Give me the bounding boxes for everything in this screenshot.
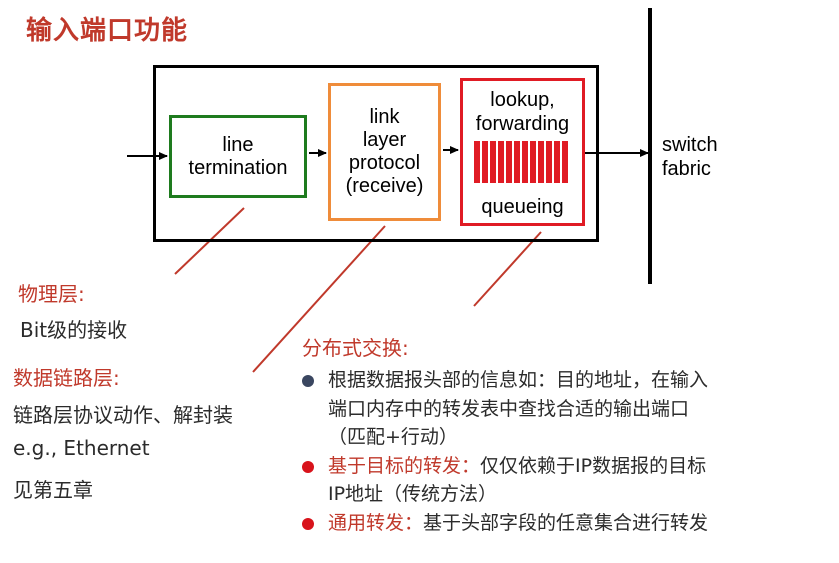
physical-layer-title: 物理层: xyxy=(18,282,85,306)
link-layer-label: link layer protocol (receive) xyxy=(345,106,424,197)
queue-bars-icon xyxy=(474,141,568,183)
datalink-layer-title: 数据链路层: xyxy=(13,366,120,390)
bullet-item: 基于目标的转发：仅仅依赖于IP数据报的目标 IP地址（传统方法） xyxy=(302,452,708,509)
bullet-3-highlight: 通用转发： xyxy=(328,511,424,534)
bullet-1-line-3: （匹配+行动） xyxy=(328,426,458,448)
page-title: 输入端口功能 xyxy=(26,16,189,46)
line-termination-block: line termination xyxy=(169,115,307,198)
lookup-block xyxy=(460,78,585,226)
queueing-label: queueing xyxy=(481,196,564,218)
datalink-reference: 见第五章 xyxy=(13,478,93,502)
lookup-label: lookup, forwarding xyxy=(475,89,570,135)
bullet-dot-icon xyxy=(302,375,314,387)
bullet-dot-icon xyxy=(302,460,314,473)
switch-fabric-label: switch fabric xyxy=(662,134,718,180)
bullet-1-line-2: 端口内存中的转发表中查找合适的输出端口 xyxy=(328,397,690,420)
link-layer-block: link layer protocol (receive) xyxy=(328,83,441,221)
bullet-2-text: 仅仅依赖于IP数据报的目标 xyxy=(480,454,707,477)
bullet-2-highlight: 基于目标的转发： xyxy=(328,454,481,477)
line-termination-label: line termination xyxy=(188,133,288,179)
bullet-2-line-2: IP地址（传统方法） xyxy=(328,483,498,505)
bullet-list: 根据数据报头部的信息如：目的地址，在输入 端口内存中的转发表中查找合适的输出端口… xyxy=(302,366,708,537)
pointer-distributed xyxy=(473,231,542,307)
pointer-datalink xyxy=(252,225,386,373)
bullet-item: 通用转发：基于头部字段的任意集合进行转发 xyxy=(302,509,708,538)
bullet-1-line-1: 根据数据报头部的信息如：目的地址，在输入 xyxy=(328,369,709,391)
physical-layer-text: Bit级的接收 xyxy=(20,318,128,342)
bullet-item: 根据数据报头部的信息如：目的地址，在输入 端口内存中的转发表中查找合适的输出端口… xyxy=(302,366,708,452)
distributed-switching-title: 分布式交换: xyxy=(302,336,409,360)
bullet-dot-icon xyxy=(302,517,314,530)
datalink-example: e.g., Ethernet xyxy=(13,436,150,460)
bullet-3-text: 基于头部字段的任意集合进行转发 xyxy=(423,511,709,534)
datalink-layer-text: 链路层协议动作、解封装 xyxy=(13,403,233,427)
input-port-box xyxy=(153,65,599,242)
